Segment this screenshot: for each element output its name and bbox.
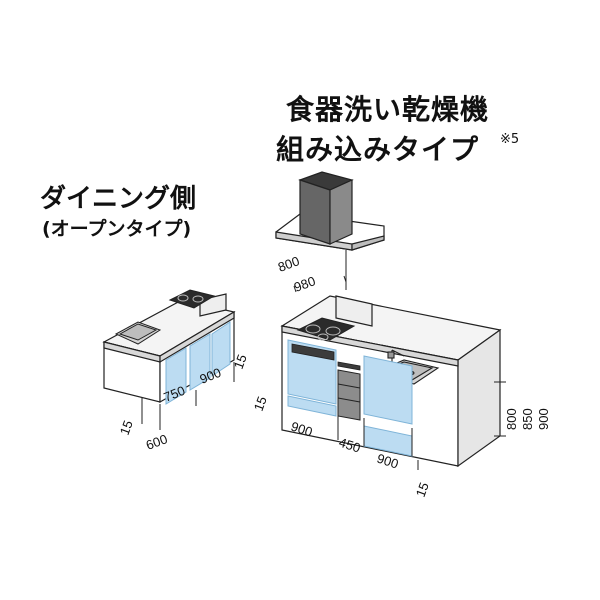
height-label-2: 850 xyxy=(520,408,535,430)
title-line-1: 食器洗い乾燥機 xyxy=(286,93,490,126)
hood-dimension-leader xyxy=(293,250,347,293)
island-cooktop xyxy=(168,289,216,309)
island-dimension-lines xyxy=(141,362,235,430)
main-width-2-label: 450 xyxy=(337,435,362,456)
title-footnote: ※5 xyxy=(500,132,520,147)
main-left-gap-label: 15 xyxy=(251,394,270,413)
range-hood xyxy=(275,171,385,251)
title-line-2: 組み込みタイプ xyxy=(276,133,480,166)
control-panel xyxy=(291,343,361,371)
main-right-gap-label: 15 xyxy=(413,480,432,499)
cooktop xyxy=(296,317,356,341)
height-label-3: 900 xyxy=(536,408,551,430)
hood-depth-label-1: 800 xyxy=(276,253,302,275)
dining-side-subtitle: (オープンタイプ) xyxy=(42,218,192,240)
dining-side-title: ダイニング側 xyxy=(40,184,197,214)
main-counter-dimension-lines xyxy=(281,381,506,470)
dishwasher xyxy=(337,369,361,421)
island-cabinet-fronts xyxy=(165,321,231,405)
height-label-1: 800 xyxy=(504,408,519,430)
island-depth-label: 600 xyxy=(144,431,170,453)
island-left-gap-label: 15 xyxy=(117,418,136,437)
hood-depth-label-2: 980 xyxy=(292,273,318,295)
main-width-3-label: 900 xyxy=(375,451,400,472)
island-sink xyxy=(114,321,162,345)
main-width-1-label: 900 xyxy=(289,419,314,440)
island-right-gap-label: 15 xyxy=(231,352,250,371)
